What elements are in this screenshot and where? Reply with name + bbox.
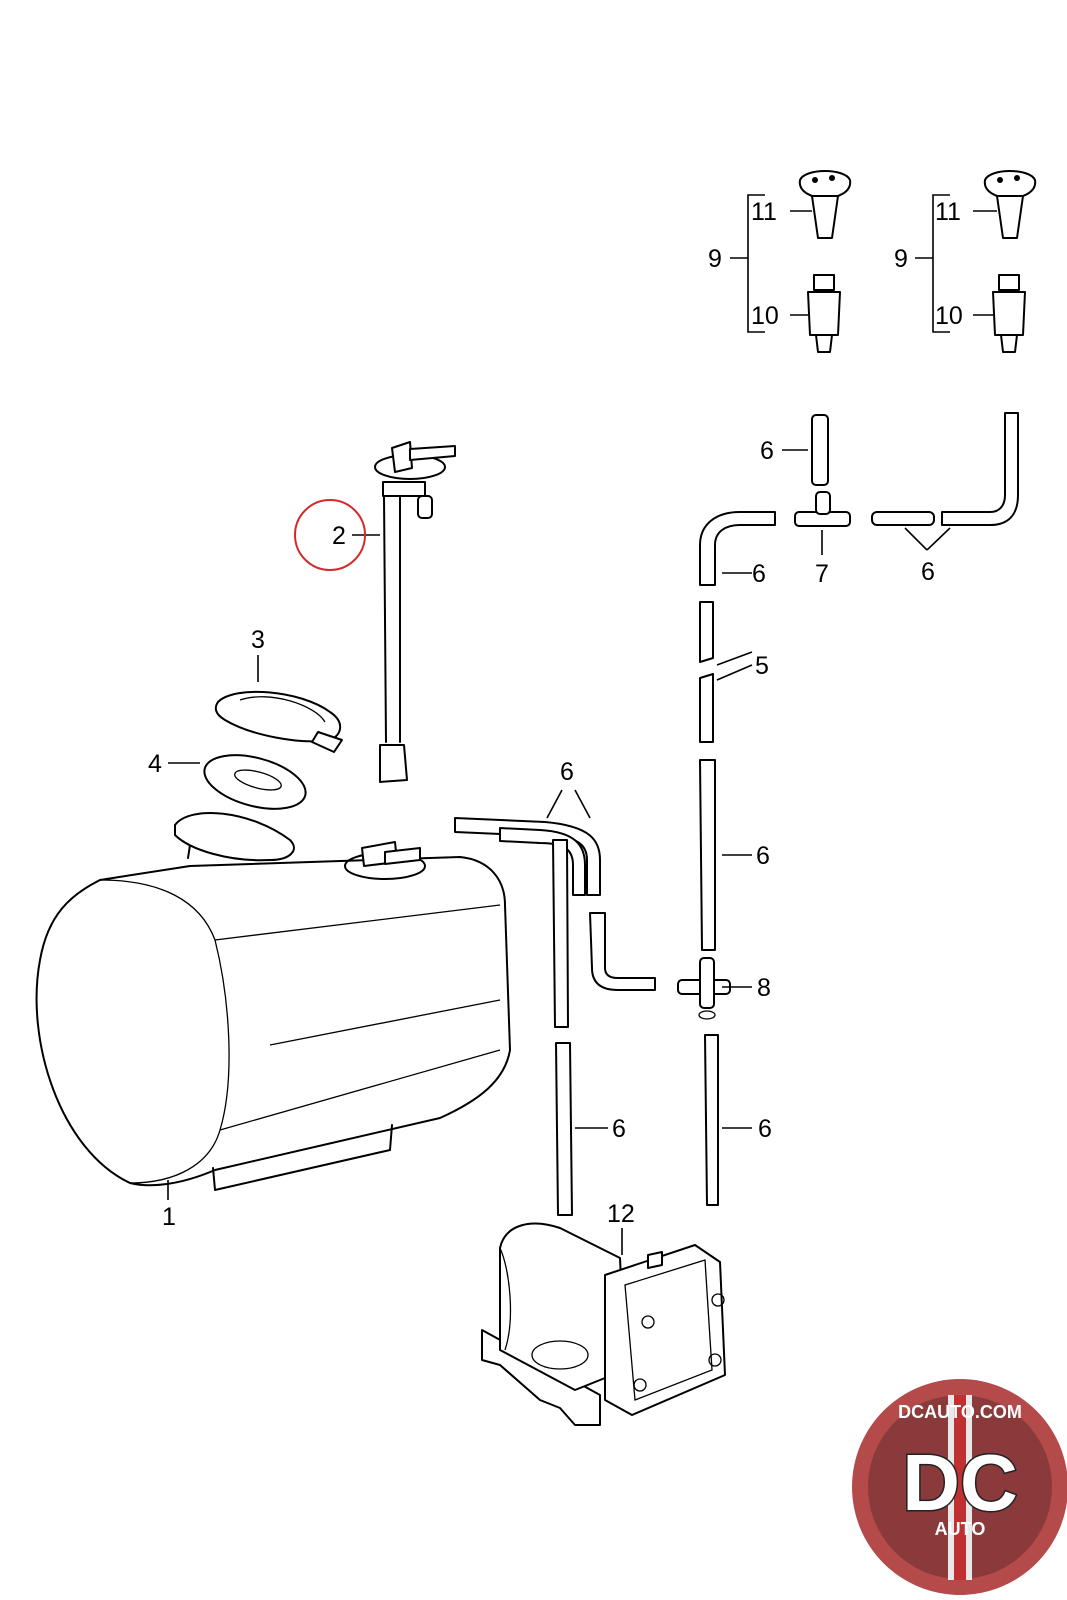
- callout-10-right: 10: [935, 302, 963, 330]
- callout-6-lower-right: 6: [758, 1115, 772, 1143]
- hose-column-right: [699, 511, 776, 1206]
- callout-6-elbow: 6: [752, 560, 766, 588]
- hose-bends-right: [871, 412, 1019, 526]
- t-connector-upper: [794, 414, 851, 527]
- nozzle-assembly-left: [730, 170, 852, 353]
- callout-5: 5: [755, 652, 769, 680]
- callout-6-upper-stub: 6: [760, 437, 774, 465]
- logo-monogram: DC: [902, 1438, 1018, 1527]
- callout-6-right-bends: 6: [921, 558, 935, 586]
- callout-9-left: 9: [708, 245, 722, 273]
- logo-top-text: DCAUTO.COM: [898, 1402, 1022, 1422]
- callout-10-left: 10: [751, 302, 779, 330]
- pickup-tube: [374, 441, 456, 783]
- nozzle-assembly-right: [915, 170, 1037, 353]
- callout-6-long-right: 6: [756, 842, 770, 870]
- callout-2: 2: [332, 522, 346, 550]
- callout-11-right: 11: [935, 198, 961, 226]
- washer-reservoir-tank: [35, 812, 511, 1200]
- callout-1: 1: [162, 1203, 176, 1231]
- callout-11-left: 11: [751, 198, 777, 226]
- highlight-circle: [294, 499, 366, 571]
- t-connector-lower: [677, 957, 731, 1020]
- callout-12: 12: [607, 1200, 635, 1228]
- logo-bottom-text: AUTO: [935, 1519, 986, 1539]
- hose-to-pump: [552, 839, 573, 1216]
- callout-3: 3: [251, 626, 265, 654]
- callout-6-near-tank: 6: [560, 758, 574, 786]
- callout-7: 7: [815, 560, 829, 588]
- callout-6-pump-hose: 6: [612, 1115, 626, 1143]
- washer-pump: [481, 1222, 726, 1426]
- dcauto-logo: DCAUTO.COM DC AUTO: [852, 1379, 1067, 1595]
- callout-8: 8: [757, 974, 771, 1002]
- callout-4: 4: [148, 750, 162, 778]
- filler-gasket: [203, 754, 307, 810]
- callout-labels: 1 2 3 4 5 6 6 6 6 6 6 6 6 7 8 9 9 10 10 …: [148, 198, 963, 1231]
- filler-cap: [214, 690, 343, 753]
- callout-9-right: 9: [894, 245, 908, 273]
